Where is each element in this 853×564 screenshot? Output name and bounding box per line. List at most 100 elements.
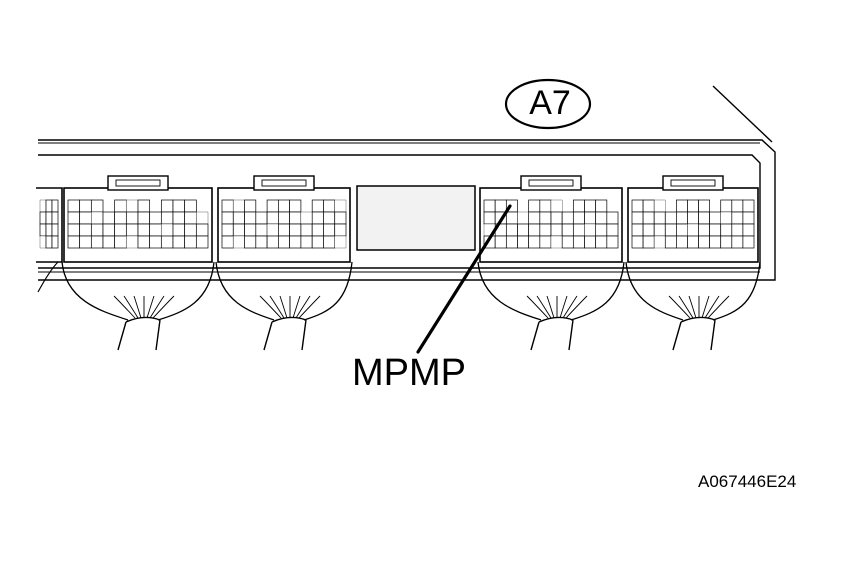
wire-strand bbox=[536, 295, 552, 319]
pin-cell bbox=[125, 211, 139, 225]
pin-cell bbox=[584, 223, 596, 237]
pin-cell bbox=[572, 235, 585, 249]
pin-cell bbox=[584, 199, 597, 213]
wire-curve bbox=[712, 261, 761, 321]
pin-cell bbox=[45, 235, 53, 249]
wire-strand bbox=[113, 295, 136, 319]
pin-cell bbox=[572, 211, 585, 225]
pin-cell bbox=[664, 235, 677, 249]
pin-cell bbox=[184, 211, 197, 225]
pin-cell bbox=[149, 223, 162, 237]
pin-cell bbox=[709, 211, 722, 225]
connector-latch bbox=[253, 175, 315, 191]
wire-bundle-center-left bbox=[215, 261, 353, 351]
wire-strand bbox=[279, 295, 288, 319]
pin-cell bbox=[126, 235, 139, 249]
pin-cell bbox=[731, 211, 744, 225]
pin-cell bbox=[184, 235, 197, 249]
pin-cell bbox=[266, 235, 279, 249]
pin-cell bbox=[137, 199, 151, 213]
pin-cell bbox=[149, 235, 162, 249]
pin-cell bbox=[631, 223, 644, 237]
pin-cell bbox=[334, 199, 347, 213]
pin-cell bbox=[561, 223, 574, 237]
pin-cell bbox=[79, 199, 92, 213]
pin-cell bbox=[114, 211, 127, 225]
wire-strand bbox=[526, 295, 549, 319]
pin-cell bbox=[51, 211, 59, 225]
figure-code: A067446E24 bbox=[698, 472, 797, 491]
wire-curve bbox=[477, 261, 542, 321]
latch-slot bbox=[115, 179, 161, 187]
pin-cell bbox=[126, 199, 139, 213]
pin-cell bbox=[67, 199, 81, 213]
pin-cell bbox=[676, 199, 688, 213]
pin-cell bbox=[221, 211, 234, 225]
pin-cell bbox=[79, 223, 92, 237]
pin-cell bbox=[45, 211, 53, 225]
harness-sleeve bbox=[263, 316, 307, 351]
pin-cell bbox=[161, 223, 174, 237]
wire-curve bbox=[157, 261, 215, 321]
pin-cell bbox=[595, 211, 608, 225]
pin-cell bbox=[550, 199, 563, 213]
pin-cell bbox=[653, 223, 666, 237]
pin-cell bbox=[642, 235, 655, 249]
latch-slot bbox=[528, 179, 574, 187]
pin-cell bbox=[244, 211, 257, 225]
pin-cell bbox=[289, 199, 302, 213]
pin-cell bbox=[160, 199, 174, 213]
pin-cell bbox=[517, 211, 529, 225]
harness-sleeve bbox=[672, 316, 716, 351]
pin-cell bbox=[731, 199, 744, 213]
pin-cell bbox=[300, 235, 313, 249]
pin-cell bbox=[584, 211, 597, 225]
pin-cell bbox=[687, 223, 699, 237]
wire-curve bbox=[61, 261, 129, 321]
pin-cell bbox=[39, 211, 47, 225]
pin-cell bbox=[698, 223, 710, 237]
wire-curve bbox=[303, 261, 353, 321]
pin-cell bbox=[172, 199, 186, 213]
pin-cell bbox=[149, 211, 162, 225]
pin-cell bbox=[687, 199, 699, 213]
pin-cell bbox=[137, 211, 151, 225]
pin-cell bbox=[742, 223, 755, 237]
wire-strand bbox=[133, 295, 142, 319]
pin-cell bbox=[483, 211, 496, 225]
pin-cell bbox=[278, 223, 290, 237]
pin-cell bbox=[664, 223, 677, 237]
pin-cell bbox=[172, 223, 186, 237]
wire-strand bbox=[707, 295, 730, 319]
pin-cell bbox=[172, 211, 186, 225]
housing-outline bbox=[38, 139, 776, 281]
pin-cell bbox=[676, 211, 688, 225]
pin-cell bbox=[255, 235, 268, 249]
pin-cell bbox=[67, 211, 81, 225]
housing-corner-line bbox=[712, 85, 773, 143]
pin-cell bbox=[731, 223, 744, 237]
pin-cell bbox=[221, 199, 234, 213]
pin-cell bbox=[278, 211, 290, 225]
pin-cell bbox=[195, 223, 209, 237]
pin-cell bbox=[698, 199, 710, 213]
pin-cell bbox=[572, 199, 585, 213]
harness-sleeve bbox=[117, 316, 161, 351]
probe-group bbox=[416, 204, 512, 354]
pin-cell bbox=[709, 235, 722, 249]
pin-cell bbox=[289, 211, 302, 225]
pin-cell bbox=[334, 223, 347, 237]
pin-cell bbox=[654, 199, 666, 213]
pin-cell bbox=[184, 223, 197, 237]
pin-cell bbox=[528, 223, 541, 237]
pin-cell bbox=[631, 199, 644, 213]
harness-sleeve bbox=[530, 316, 574, 351]
wire-strand bbox=[688, 295, 697, 319]
wire-strand bbox=[269, 295, 285, 319]
connector-latch bbox=[107, 175, 169, 191]
pin-cell bbox=[266, 211, 279, 225]
pin-cell bbox=[731, 235, 744, 249]
pin-cell bbox=[494, 235, 507, 249]
pin-cell bbox=[528, 211, 541, 225]
